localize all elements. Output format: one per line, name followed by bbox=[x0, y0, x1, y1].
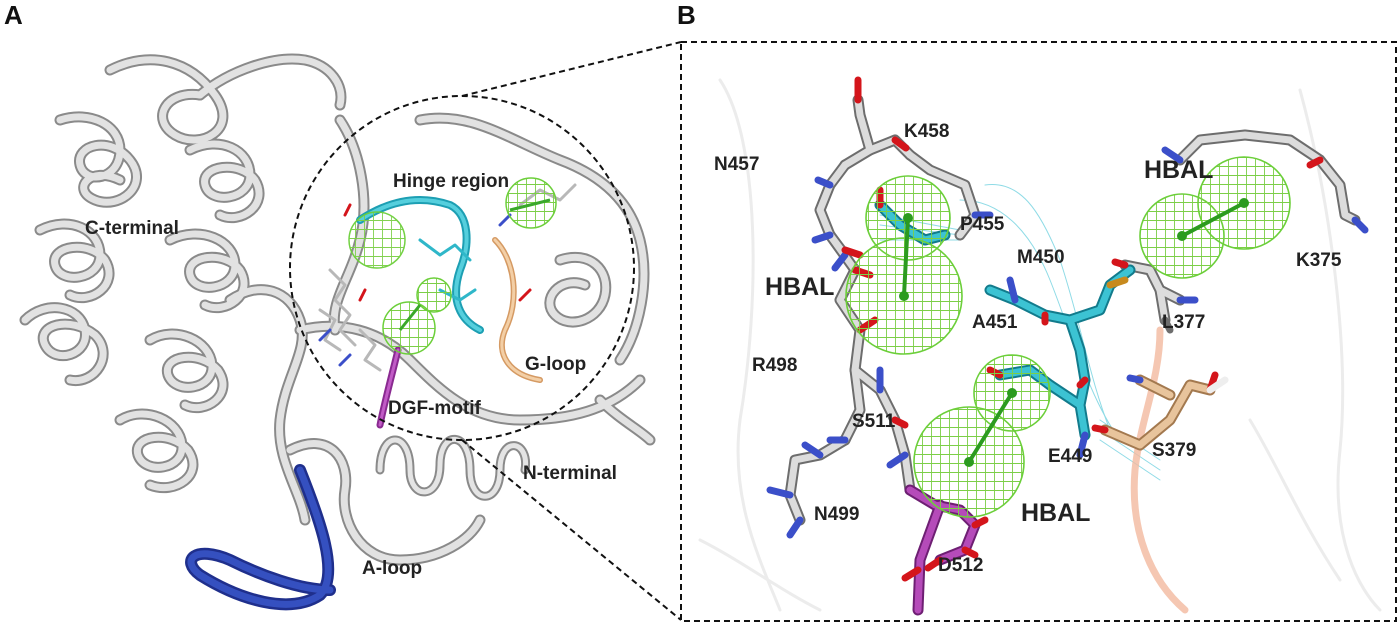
label-dgf-motif: DGF-motif bbox=[388, 398, 482, 419]
label-a-loop: A-loop bbox=[362, 558, 422, 579]
label-s511: S511 bbox=[852, 411, 896, 432]
label-hbal-top-right: HBAL bbox=[1144, 156, 1213, 184]
zoom-line-bottom bbox=[461, 439, 682, 621]
label-hinge-region: Hinge region bbox=[393, 171, 509, 192]
label-a451: A451 bbox=[972, 312, 1018, 333]
label-n499: N499 bbox=[814, 504, 859, 525]
label-p455: P455 bbox=[960, 214, 1005, 235]
label-g-loop: G-loop bbox=[525, 354, 586, 375]
panel-letter-b: B bbox=[677, 0, 696, 30]
panel-a-pharmacophores bbox=[348, 177, 557, 355]
label-k458: K458 bbox=[904, 121, 949, 142]
label-c-terminal: C-terminal bbox=[85, 218, 179, 239]
panel-letter-a: A bbox=[4, 0, 23, 30]
label-k375: K375 bbox=[1296, 250, 1342, 271]
panel-b-pharmacophores bbox=[845, 156, 1291, 518]
label-n-terminal: N-terminal bbox=[523, 463, 617, 484]
label-hbal-left: HBAL bbox=[765, 273, 834, 301]
label-n457: N457 bbox=[714, 154, 759, 175]
label-d512: D512 bbox=[938, 555, 983, 576]
label-l377: L377 bbox=[1162, 312, 1205, 333]
zoom-line-top bbox=[461, 41, 682, 97]
label-s379: S379 bbox=[1152, 440, 1196, 461]
label-hbal-bottom: HBAL bbox=[1021, 499, 1090, 527]
label-m450: M450 bbox=[1017, 247, 1065, 268]
label-r498: R498 bbox=[752, 355, 797, 376]
panel-a-protein bbox=[19, 53, 656, 611]
label-e449: E449 bbox=[1048, 446, 1092, 467]
